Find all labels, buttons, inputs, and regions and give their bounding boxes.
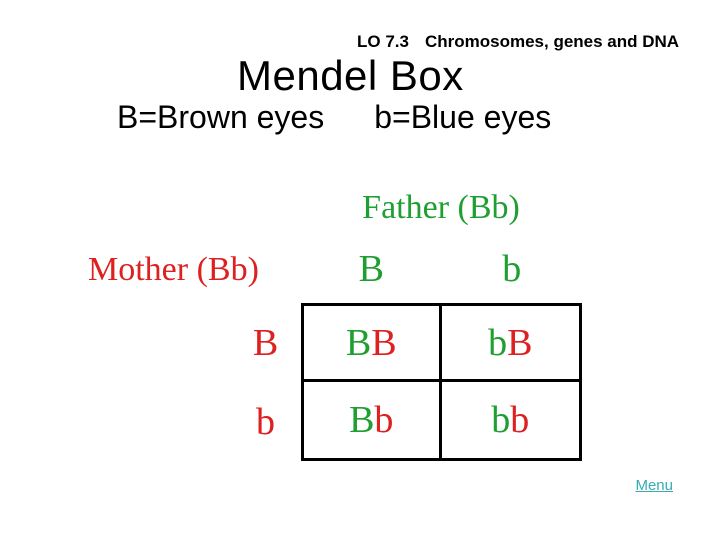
mother-genotype-label: Mother (Bb) bbox=[88, 251, 259, 288]
cell-father-allele: B bbox=[349, 399, 375, 441]
mother-allele-b: b bbox=[256, 400, 275, 443]
lesson-objective: LO 7.3 Chromosomes, genes and DNA bbox=[357, 32, 679, 52]
cell-mother-allele: B bbox=[507, 321, 533, 364]
father-allele-b: b bbox=[502, 248, 522, 290]
cell-father-allele: B bbox=[345, 321, 372, 364]
cell-father-allele: b bbox=[488, 321, 508, 364]
lesson-objective-topic: Chromosomes, genes and DNA bbox=[424, 32, 680, 51]
lesson-objective-code: LO 7.3 bbox=[357, 32, 409, 51]
cell-mother-allele: b bbox=[374, 399, 394, 441]
cell-father-allele: b bbox=[491, 399, 511, 441]
allele-legend: B=Brown eyes b=Blue eyes bbox=[117, 99, 551, 136]
father-genotype-label: Father (Bb) bbox=[362, 189, 520, 226]
cell-mother-allele: b bbox=[510, 399, 530, 441]
father-allele-headers: B b bbox=[301, 247, 582, 291]
legend-blue-eyes: b=Blue eyes bbox=[374, 99, 552, 135]
father-allele-B: B bbox=[358, 248, 384, 290]
menu-link[interactable]: Menu bbox=[635, 477, 673, 494]
cell-mother-allele: B bbox=[371, 321, 397, 364]
page-title: Mendel Box bbox=[237, 52, 464, 99]
mother-allele-headers: B b bbox=[238, 303, 293, 461]
legend-brown-eyes: B=Brown eyes bbox=[117, 99, 325, 135]
mother-allele-B: B bbox=[252, 321, 279, 364]
